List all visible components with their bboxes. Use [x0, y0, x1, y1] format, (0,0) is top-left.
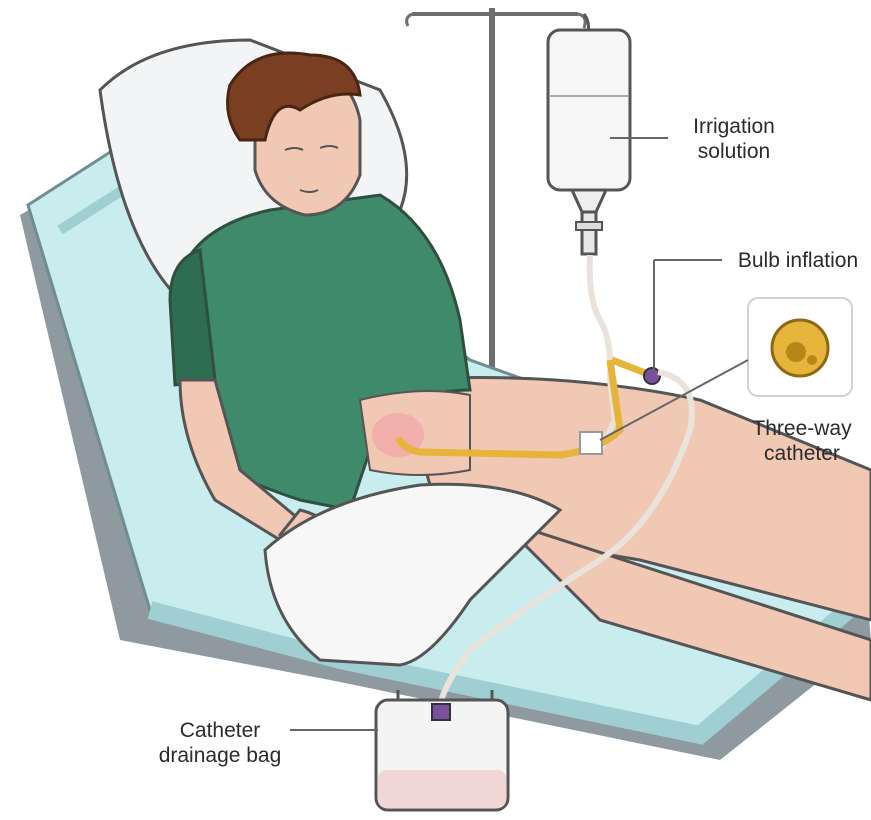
- label-three-way-catheter: Three-way catheter: [742, 416, 862, 466]
- catheter-inset: [748, 298, 852, 396]
- label-irrigation-solution: Irrigation solution: [674, 114, 794, 164]
- drainage-bag: [376, 690, 508, 810]
- irrigation-line1: Irrigation: [674, 114, 794, 139]
- irrigation-line2: solution: [674, 139, 794, 164]
- drainage-line2: drainage bag: [150, 743, 290, 768]
- label-bulb-inflation: Bulb inflation: [728, 248, 868, 273]
- catheter-line2: catheter: [742, 441, 862, 466]
- label-catheter-drainage-bag: Catheter drainage bag: [150, 718, 290, 768]
- drainage-line1: Catheter: [150, 718, 290, 743]
- bulb-line1: Bulb inflation: [728, 248, 868, 273]
- catheter-line1: Three-way: [742, 416, 862, 441]
- irrigation-bag: [548, 14, 630, 254]
